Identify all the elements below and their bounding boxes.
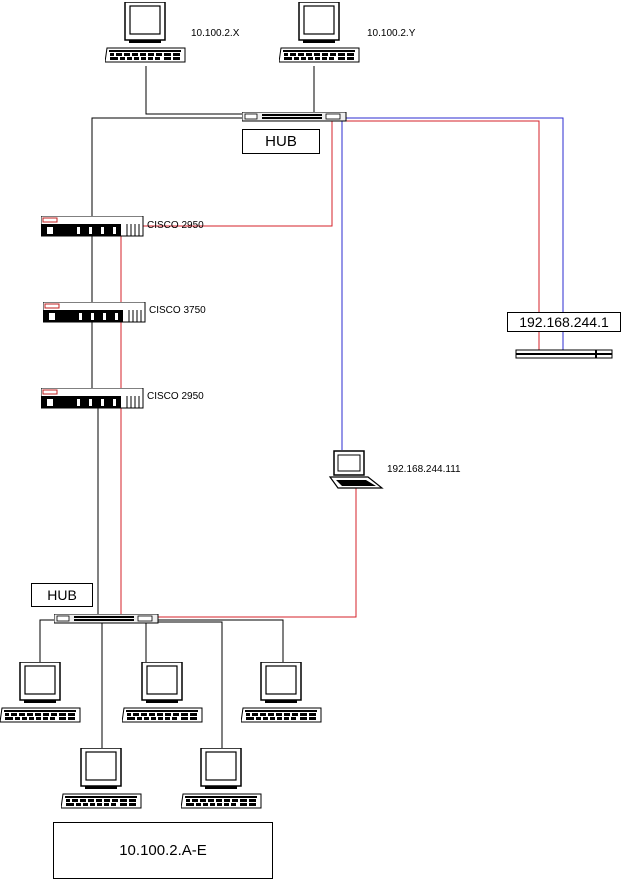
router-label: 192.168.244.1 — [507, 312, 621, 332]
blue-link-hub-to-router — [346, 117, 564, 350]
computer-icon — [0, 662, 81, 723]
switch-icon — [43, 302, 146, 323]
router-icon — [515, 349, 613, 359]
computer-icon — [279, 2, 360, 63]
computer-icon — [122, 662, 203, 723]
host-group-label: 10.100.2.A-E — [53, 822, 273, 879]
computer-icon — [61, 748, 142, 809]
link-hub2-to-pc1 — [39, 619, 55, 662]
hub-label-top: HUB — [242, 129, 320, 154]
red-link-hub-to-switch-upper — [142, 120, 333, 227]
switch-label-upper: CISCO 2950 — [147, 220, 204, 231]
switch-label-lower: CISCO 2950 — [147, 391, 204, 402]
hub-icon — [54, 614, 159, 624]
hub-icon — [242, 112, 347, 122]
link-pc-x-to-hub — [145, 66, 244, 115]
switch-label-middle: CISCO 3750 — [149, 305, 206, 316]
host-label-laptop: 192.168.244.111 — [387, 464, 461, 475]
computer-icon — [181, 748, 262, 809]
link-hub2-to-pc5 — [156, 621, 223, 748]
host-label-top-left: 10.100.2.X — [191, 28, 240, 39]
computer-icon — [241, 662, 322, 723]
laptop-icon — [328, 450, 384, 489]
red-link-hub-to-router — [346, 120, 540, 350]
switch-icon — [41, 216, 144, 237]
hub-label-bottom: HUB — [31, 583, 93, 607]
computer-icon — [105, 2, 186, 63]
link-hub-to-switch-upper — [91, 117, 244, 216]
switch-icon — [41, 388, 144, 409]
link-hub2-to-pc2 — [140, 621, 147, 662]
link-hub2-to-pc3 — [156, 619, 284, 662]
host-label-top-right: 10.100.2.Y — [367, 28, 416, 39]
red-link-hub2-to-laptop — [156, 488, 357, 618]
